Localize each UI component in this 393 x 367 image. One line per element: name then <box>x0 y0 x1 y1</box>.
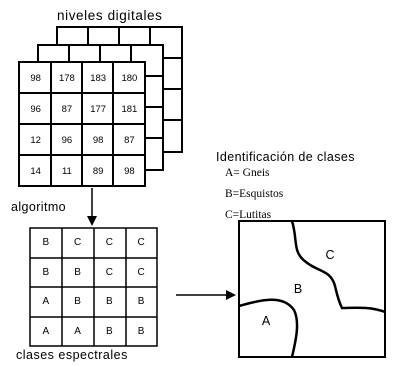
digital-value-cell: 12 <box>30 135 41 146</box>
boundary-c <box>290 220 386 314</box>
spectral-class-cell: C <box>137 266 145 278</box>
digital-value-cell: 98 <box>30 73 41 84</box>
digital-value-cell: 87 <box>124 135 135 146</box>
spectral-classes-label: clases espectrales <box>16 348 128 362</box>
spectral-class-cell: B <box>106 325 113 337</box>
spectral-class-cell: A <box>74 325 81 337</box>
legend-item-c: C=Lutitas <box>225 209 272 221</box>
digital-value-cell: 98 <box>124 166 135 177</box>
spectral-class-cell: B <box>74 296 81 308</box>
legend-item-b: B=Esquistos <box>225 188 284 200</box>
spectral-class-cell: B <box>106 296 113 308</box>
digital-value-cell: 178 <box>58 73 75 84</box>
spectral-class-cell: B <box>137 296 145 308</box>
digital-value-cell: 14 <box>30 166 41 177</box>
arrow-right-icon <box>176 290 236 300</box>
digital-value-cell: 11 <box>61 166 72 177</box>
spectral-class-cell: B <box>42 266 50 278</box>
digital-value-cell: 96 <box>61 135 73 146</box>
map-region-b: B <box>293 282 303 296</box>
map-region-a: A <box>261 314 271 328</box>
digital-values-grid <box>18 61 146 187</box>
spectral-class-cell: A <box>42 325 50 337</box>
digital-value-cell: 89 <box>92 166 104 177</box>
spectral-class-cell: C <box>137 237 145 249</box>
spectral-class-cell: C <box>74 237 82 249</box>
digital-levels-title: niveles digitales <box>57 8 163 23</box>
identification-title: Identificación de clases <box>216 150 355 164</box>
spectral-class-cell: B <box>137 325 145 337</box>
spectral-class-cell: B <box>74 266 81 278</box>
digital-value-cell: 180 <box>121 73 138 84</box>
spectral-class-cell: B <box>42 237 50 249</box>
digital-value-cell: 181 <box>121 104 138 115</box>
spectral-class-cell: C <box>105 266 113 278</box>
spectral-class-cell: C <box>105 237 113 249</box>
arrow-down-icon <box>87 188 97 226</box>
algorithm-label: algoritmo <box>11 200 67 214</box>
digital-value-cell: 87 <box>61 104 73 115</box>
classified-map <box>238 220 386 358</box>
spectral-class-cell: A <box>42 296 50 308</box>
digital-value-cell: 96 <box>30 104 41 115</box>
map-region-c: C <box>325 248 335 262</box>
boundary-a <box>238 298 299 358</box>
spectral-classes-grid <box>29 227 158 347</box>
digital-value-cell: 98 <box>92 135 104 146</box>
digital-value-cell: 177 <box>90 104 107 115</box>
legend-item-a: A= Gneis <box>225 167 270 179</box>
digital-value-cell: 183 <box>90 73 107 84</box>
